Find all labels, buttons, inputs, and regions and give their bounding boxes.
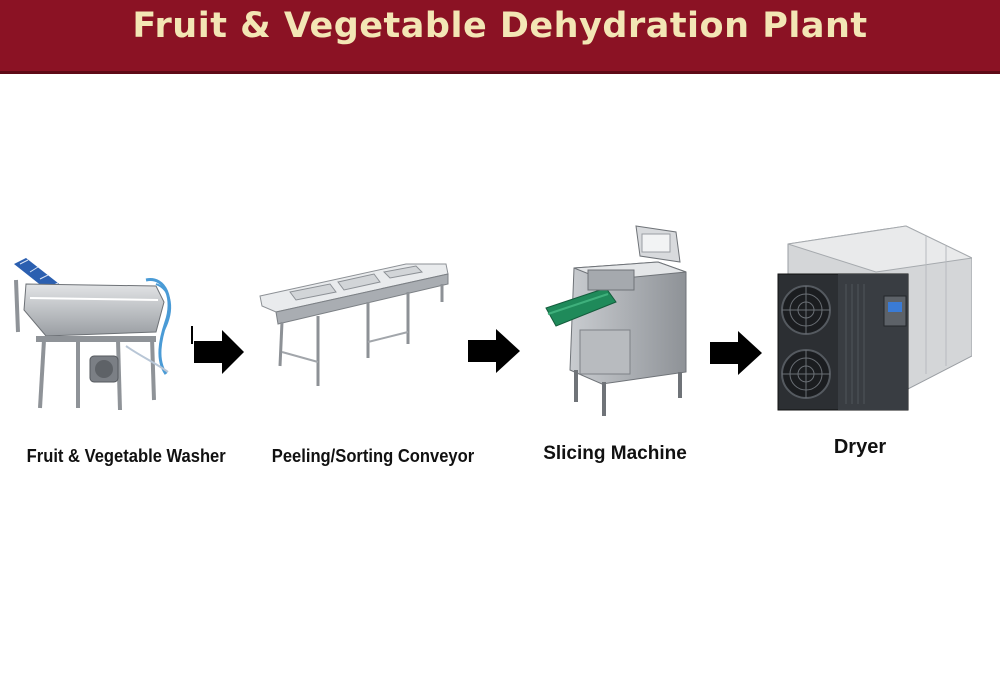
dryer-machine-image	[777, 225, 972, 411]
conveyor-machine-image	[259, 263, 449, 386]
arrow-right-icon	[191, 326, 244, 374]
arrow-right-icon	[710, 331, 762, 375]
page-title: Fruit & Vegetable Dehydration Plant	[132, 6, 868, 46]
arrow-right-icon	[468, 329, 520, 373]
title-bar: Fruit & Vegetable Dehydration Plant	[0, 0, 1000, 74]
step-label-conveyor: Peeling/Sorting Conveyor	[271, 446, 475, 466]
washer-machine-image	[14, 258, 172, 411]
step-label-slicer: Slicing Machine	[543, 443, 687, 464]
slicer-machine-image	[545, 225, 687, 416]
step-label-dryer: Dryer	[833, 436, 887, 458]
step-label-washer: Fruit & Vegetable Washer	[26, 446, 226, 466]
